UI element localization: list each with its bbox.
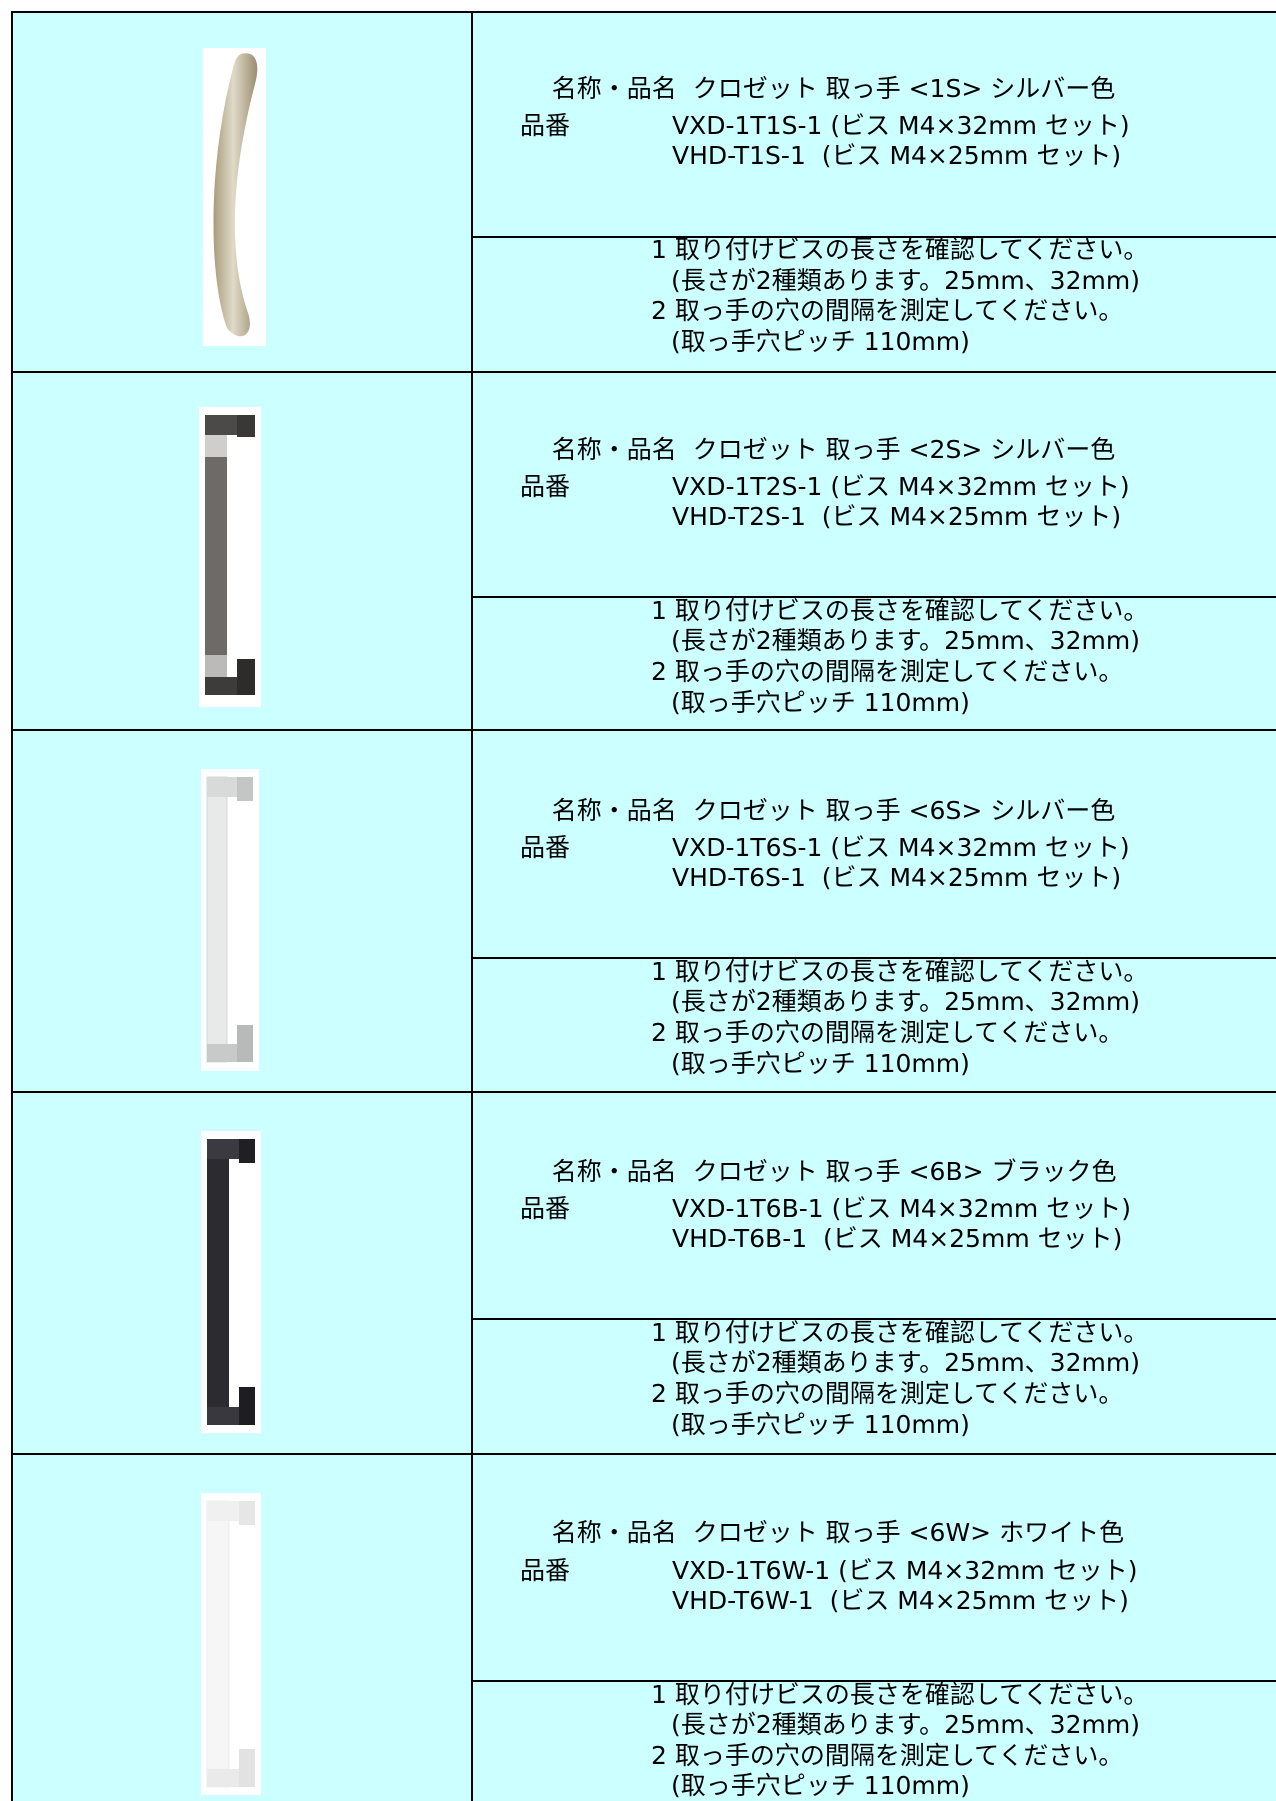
number-label: 品番 [520,833,571,862]
bar-handle-black-image [201,1131,261,1433]
note-item: (取っ手穴ピッチ 110mm) [671,688,970,717]
product-name: 名称・品名 クロゼット 取っ手 <6S> シルバー色 [520,766,1115,856]
part-number: VHD-T6W-1 (ビス M4×25mm セット) [672,1586,1129,1615]
section-divider [471,596,1276,598]
product-name: 名称・品名 クロゼット 取っ手 <6B> ブラック色 [520,1127,1117,1217]
bar-handle-silver-image [201,769,259,1071]
name-label: 名称・品名 [551,1157,677,1186]
name-label: 名称・品名 [551,1518,677,1547]
part-number: VHD-T6S-1 (ビス M4×25mm セット) [672,863,1122,892]
name-value: クロゼット 取っ手 <6B> ブラック色 [692,1157,1117,1186]
part-number: VHD-T2S-1 (ビス M4×25mm セット) [672,502,1122,531]
note-item: 1 取り付けビスの長さを確認してください。 [651,235,1149,264]
table-border-left [11,11,13,1801]
section-divider [471,1318,1276,1320]
part-number: VXD-1T6B-1 (ビス M4×32mm セット) [672,1194,1131,1223]
column-divider [471,11,473,1801]
name-value: クロゼット 取っ手 <1S> シルバー色 [692,74,1116,103]
note-item: (取っ手穴ピッチ 110mm) [671,1410,970,1439]
name-value: クロゼット 取っ手 <2S> シルバー色 [692,435,1116,464]
note-item: (長さが2種類あります。25mm、32mm) [671,1710,1140,1739]
note-item: (取っ手穴ピッチ 110mm) [671,1771,970,1800]
number-label: 品番 [520,1194,571,1223]
name-label: 名称・品名 [551,435,677,464]
name-label: 名称・品名 [551,74,677,103]
section-divider [471,1680,1276,1682]
product-name: 名称・品名 クロゼット 取っ手 <1S> シルバー色 [520,44,1115,134]
name-value: クロゼット 取っ手 <6W> ホワイト色 [692,1518,1125,1547]
row-divider [11,371,1276,373]
note-item: 1 取り付けビスの長さを確認してください。 [651,1318,1149,1347]
bar-handle-dark-silver-image [199,407,261,707]
note-item: 2 取っ手の穴の間隔を測定してください。 [651,1741,1124,1770]
note-item: (長さが2種類あります。25mm、32mm) [671,1348,1140,1377]
part-number: VHD-T6B-1 (ビス M4×25mm セット) [672,1224,1123,1253]
section-divider [471,236,1276,238]
note-item: 1 取り付けビスの長さを確認してください。 [651,957,1149,986]
bar-handle-white-image [201,1493,261,1795]
row-divider [11,729,1276,731]
number-label: 品番 [520,472,571,501]
part-number: VHD-T1S-1 (ビス M4×25mm セット) [672,141,1122,170]
product-name: 名称・品名 クロゼット 取っ手 <2S> シルバー色 [520,405,1115,495]
note-item: (長さが2種類あります。25mm、32mm) [671,266,1140,295]
note-item: 2 取っ手の穴の間隔を測定してください。 [651,1379,1124,1408]
note-item: (長さが2種類あります。25mm、32mm) [671,987,1140,1016]
note-item: (長さが2種類あります。25mm、32mm) [671,626,1140,655]
name-value: クロゼット 取っ手 <6S> シルバー色 [692,796,1116,825]
number-label: 品番 [520,111,571,140]
section-divider [471,957,1276,959]
row-divider [11,1453,1276,1455]
note-item: (取っ手穴ピッチ 110mm) [671,1049,970,1078]
part-number: VXD-1T6W-1 (ビス M4×32mm セット) [672,1556,1138,1585]
name-label: 名称・品名 [551,796,677,825]
note-item: 2 取っ手の穴の間隔を測定してください。 [651,1018,1124,1047]
number-label: 品番 [520,1556,571,1585]
note-item: 2 取っ手の穴の間隔を測定してください。 [651,657,1124,686]
product-name: 名称・品名 クロゼット 取っ手 <6W> ホワイト色 [520,1488,1124,1578]
curved-silver-handle-image [203,48,266,346]
note-item: 2 取っ手の穴の間隔を測定してください。 [651,296,1124,325]
part-number: VXD-1T2S-1 (ビス M4×32mm セット) [672,472,1130,501]
note-item: 1 取り付けビスの長さを確認してください。 [651,1680,1149,1709]
part-number: VXD-1T1S-1 (ビス M4×32mm セット) [672,111,1130,140]
table-border-top [11,11,1276,13]
row-divider [11,1091,1276,1093]
product-catalog-table: 名称・品名 クロゼット 取っ手 <1S> シルバー色 品番 VXD-1T1S-1… [11,11,1276,1801]
note-item: (取っ手穴ピッチ 110mm) [671,327,970,356]
part-number: VXD-1T6S-1 (ビス M4×32mm セット) [672,833,1130,862]
note-item: 1 取り付けビスの長さを確認してください。 [651,596,1149,625]
